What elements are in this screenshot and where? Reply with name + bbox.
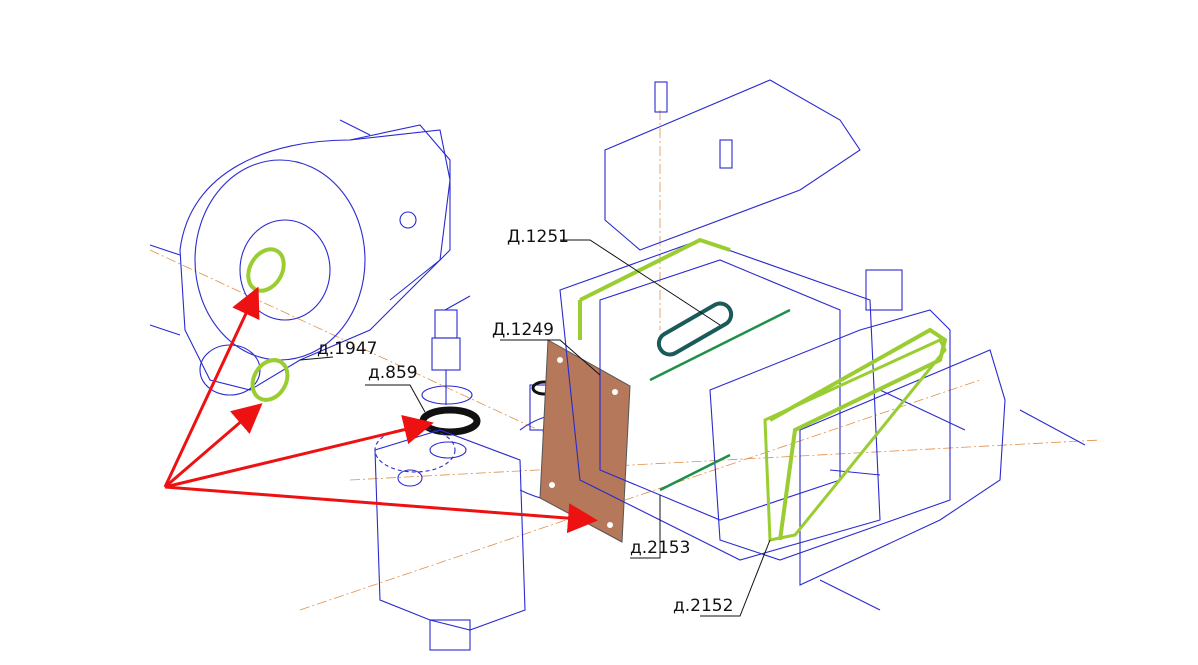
label-d1251: Д.1251 <box>507 227 569 247</box>
sealing-washer-859 <box>419 385 481 436</box>
gasket-2153 <box>539 339 631 543</box>
seal-2152 <box>763 338 947 542</box>
red-pointer-arrows <box>163 286 598 534</box>
o-ring-1947-lower <box>250 358 290 402</box>
center-axes <box>149 110 1101 611</box>
heat-exchanger-assembly <box>559 79 1086 611</box>
seal-1251 <box>656 301 734 357</box>
label-d1947: д.1947 <box>317 339 377 359</box>
left-housing-cover <box>149 119 451 396</box>
temperature-sensor <box>431 295 471 405</box>
label-d2153: д.2153 <box>630 538 690 558</box>
label-d1249: Д.1249 <box>492 320 554 340</box>
o-ring-1947-upper <box>246 247 286 293</box>
label-d859: д.859 <box>368 363 418 383</box>
green-seals <box>578 237 948 541</box>
leader-lines <box>299 239 771 617</box>
label-d2152: д.2152 <box>673 596 733 616</box>
